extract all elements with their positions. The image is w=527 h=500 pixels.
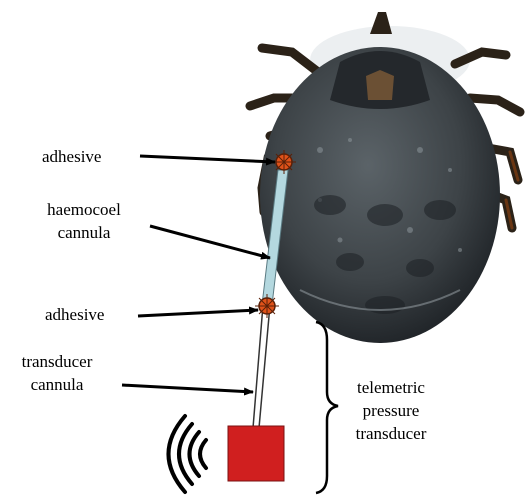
- label-transducer-cannula: transducer cannula: [2, 350, 112, 396]
- label-haemocoel-line2: cannula: [24, 221, 144, 244]
- label-adhesive-bottom: adhesive: [45, 303, 104, 326]
- arrow-adhesive-bottom: [138, 310, 258, 316]
- label-telemetric-line2: pressure: [336, 399, 446, 422]
- wireless-signal-icon: [169, 416, 207, 492]
- label-telemetric-line3: transducer: [336, 422, 446, 445]
- arrow-transducer-cannula: [122, 385, 253, 392]
- label-telemetric-pressure-transducer: telemetric pressure transducer: [336, 376, 446, 445]
- transducer-cannula-tube: [253, 305, 270, 428]
- label-haemocoel-line1: haemocoel: [24, 198, 144, 221]
- label-transducer-line2: cannula: [2, 373, 112, 396]
- adhesive-dot-bottom: [255, 294, 279, 318]
- label-adhesive-top: adhesive: [42, 145, 101, 168]
- arrow-haemocoel-cannula: [150, 226, 270, 258]
- label-transducer-line1: transducer: [2, 350, 112, 373]
- arrow-adhesive-top: [140, 156, 275, 162]
- label-telemetric-line1: telemetric: [336, 376, 446, 399]
- brace: [316, 322, 338, 493]
- label-haemocoel-cannula: haemocoel cannula: [24, 198, 144, 244]
- transducer-box: [228, 426, 284, 481]
- pointer-arrows: [122, 156, 275, 392]
